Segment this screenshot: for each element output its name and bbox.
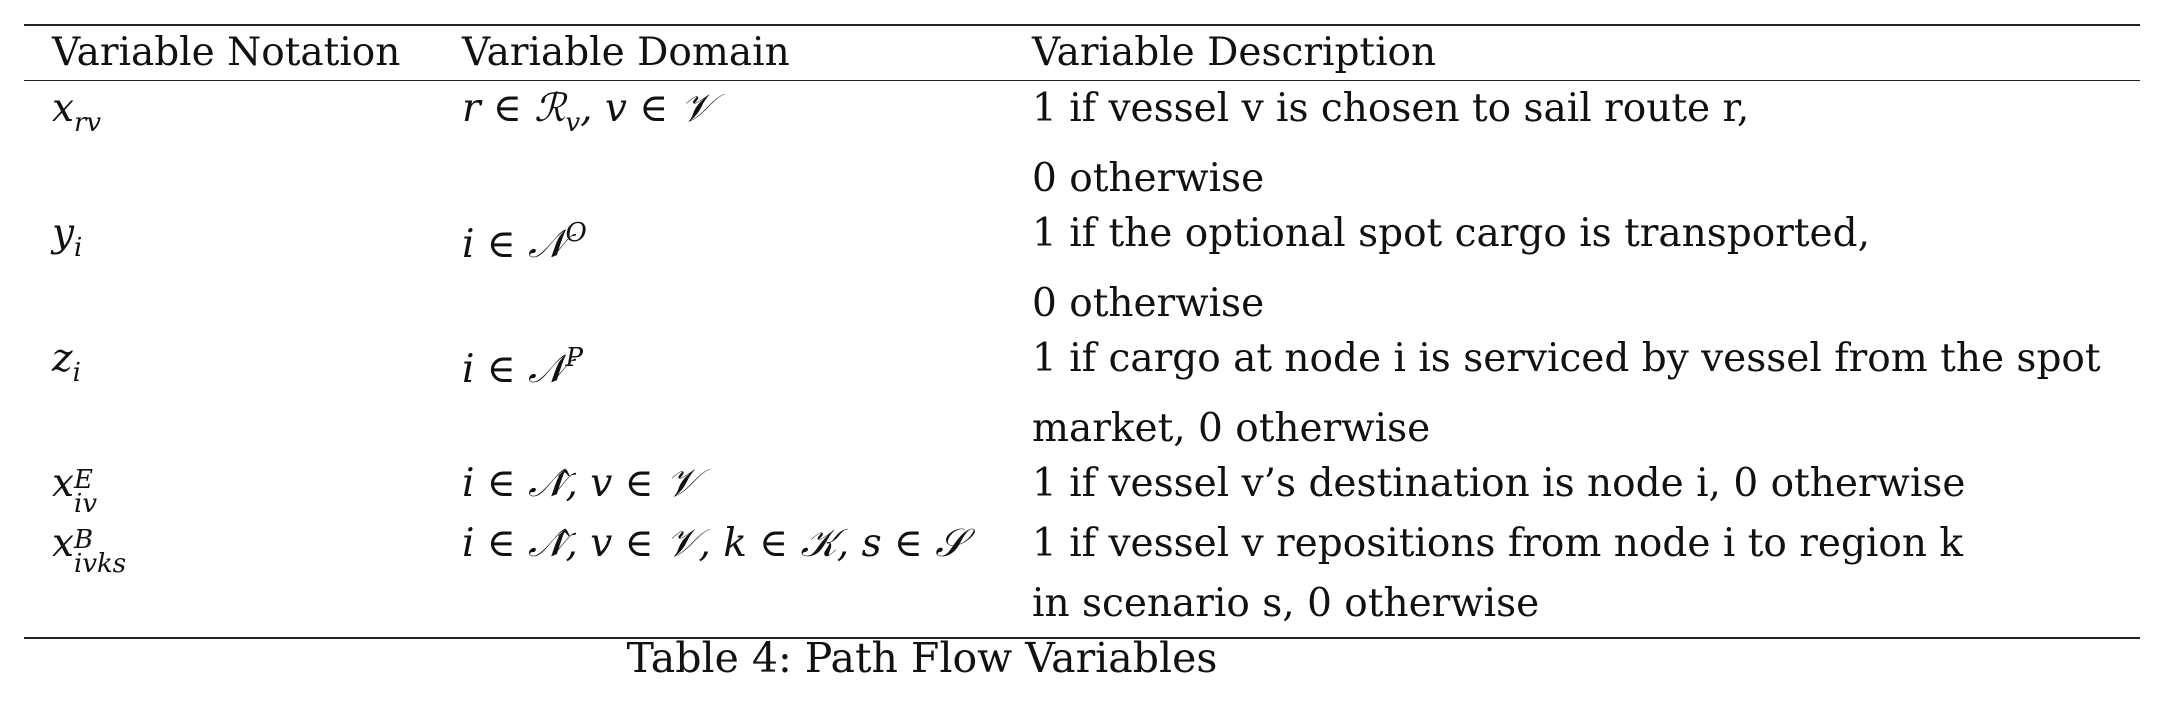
cell-description: 1 if vessel v’s destination is node i, 0… [1032, 461, 1966, 506]
cell-description: 1 if cargo at node i is serviced by vess… [1032, 336, 2101, 381]
table-row: in scenario s, 0 otherwise [24, 576, 2140, 637]
cell-domain [462, 401, 1032, 456]
cell-notation: zi [52, 336, 81, 388]
cell-notation: yi [52, 211, 83, 263]
caption-text: Table 4: Path Flow Variables [626, 634, 1218, 682]
cell-domain: r ∈ ℛv, v ∈ 𝒱 [462, 86, 714, 138]
cell-domain: i ∈ 𝒩̂, v ∈ 𝒱, k ∈ 𝒦, s ∈ 𝒮 [462, 521, 966, 566]
cell-notation [24, 151, 462, 206]
cell-description: 0 otherwise [1032, 156, 1265, 201]
bottom-rule [24, 637, 2140, 639]
cell-description: in scenario s, 0 otherwise [1032, 581, 1540, 626]
header-description: Variable Description [1032, 26, 2140, 81]
header-domain: Variable Domain [462, 26, 1032, 81]
cell-description: market, 0 otherwise [1032, 406, 1431, 451]
table-row: zi i ∈ 𝒩P 1 if cargo at node i is serviced… [24, 331, 2140, 401]
cell-description: 0 otherwise [1032, 281, 1265, 326]
cell-domain [462, 151, 1032, 206]
cell-notation [24, 276, 462, 331]
table-row: xrv r ∈ ℛv, v ∈ 𝒱 1 if vessel v is chosen … [24, 81, 2140, 152]
variables-table: Variable Notation Variable Domain Variab… [24, 24, 2140, 639]
table: Variable Notation Variable Domain Variab… [24, 26, 2140, 637]
cell-domain: i ∈ 𝒩̂, v ∈ 𝒱 [462, 461, 699, 506]
cell-description: 1 if vessel v repositions from node i to… [1032, 521, 1964, 566]
header-row: Variable Notation Variable Domain Variab… [24, 26, 2140, 81]
cell-description: 1 if the optional spot cargo is transpor… [1032, 211, 1870, 256]
cell-description: 1 if vessel v is chosen to sail route r, [1032, 86, 1750, 131]
cell-domain: i ∈ 𝒩O [462, 218, 587, 267]
table-body: xrv r ∈ ℛv, v ∈ 𝒱 1 if vessel v is chosen … [24, 81, 2140, 638]
cell-domain [462, 276, 1032, 331]
table-row: yi i ∈ 𝒩O 1 if the optional spot cargo is … [24, 206, 2140, 276]
table-row: 0 otherwise [24, 276, 2140, 331]
cell-notation [24, 401, 462, 456]
table-caption: Table 4: Path Flow Variables [0, 628, 2158, 688]
header-notation: Variable Notation [24, 26, 462, 81]
table-row: 0 otherwise [24, 151, 2140, 206]
top-rule [24, 24, 2140, 26]
cell-domain: i ∈ 𝒩P [462, 343, 583, 392]
table-row: market, 0 otherwise [24, 401, 2140, 456]
cell-notation: xrv [52, 86, 102, 138]
